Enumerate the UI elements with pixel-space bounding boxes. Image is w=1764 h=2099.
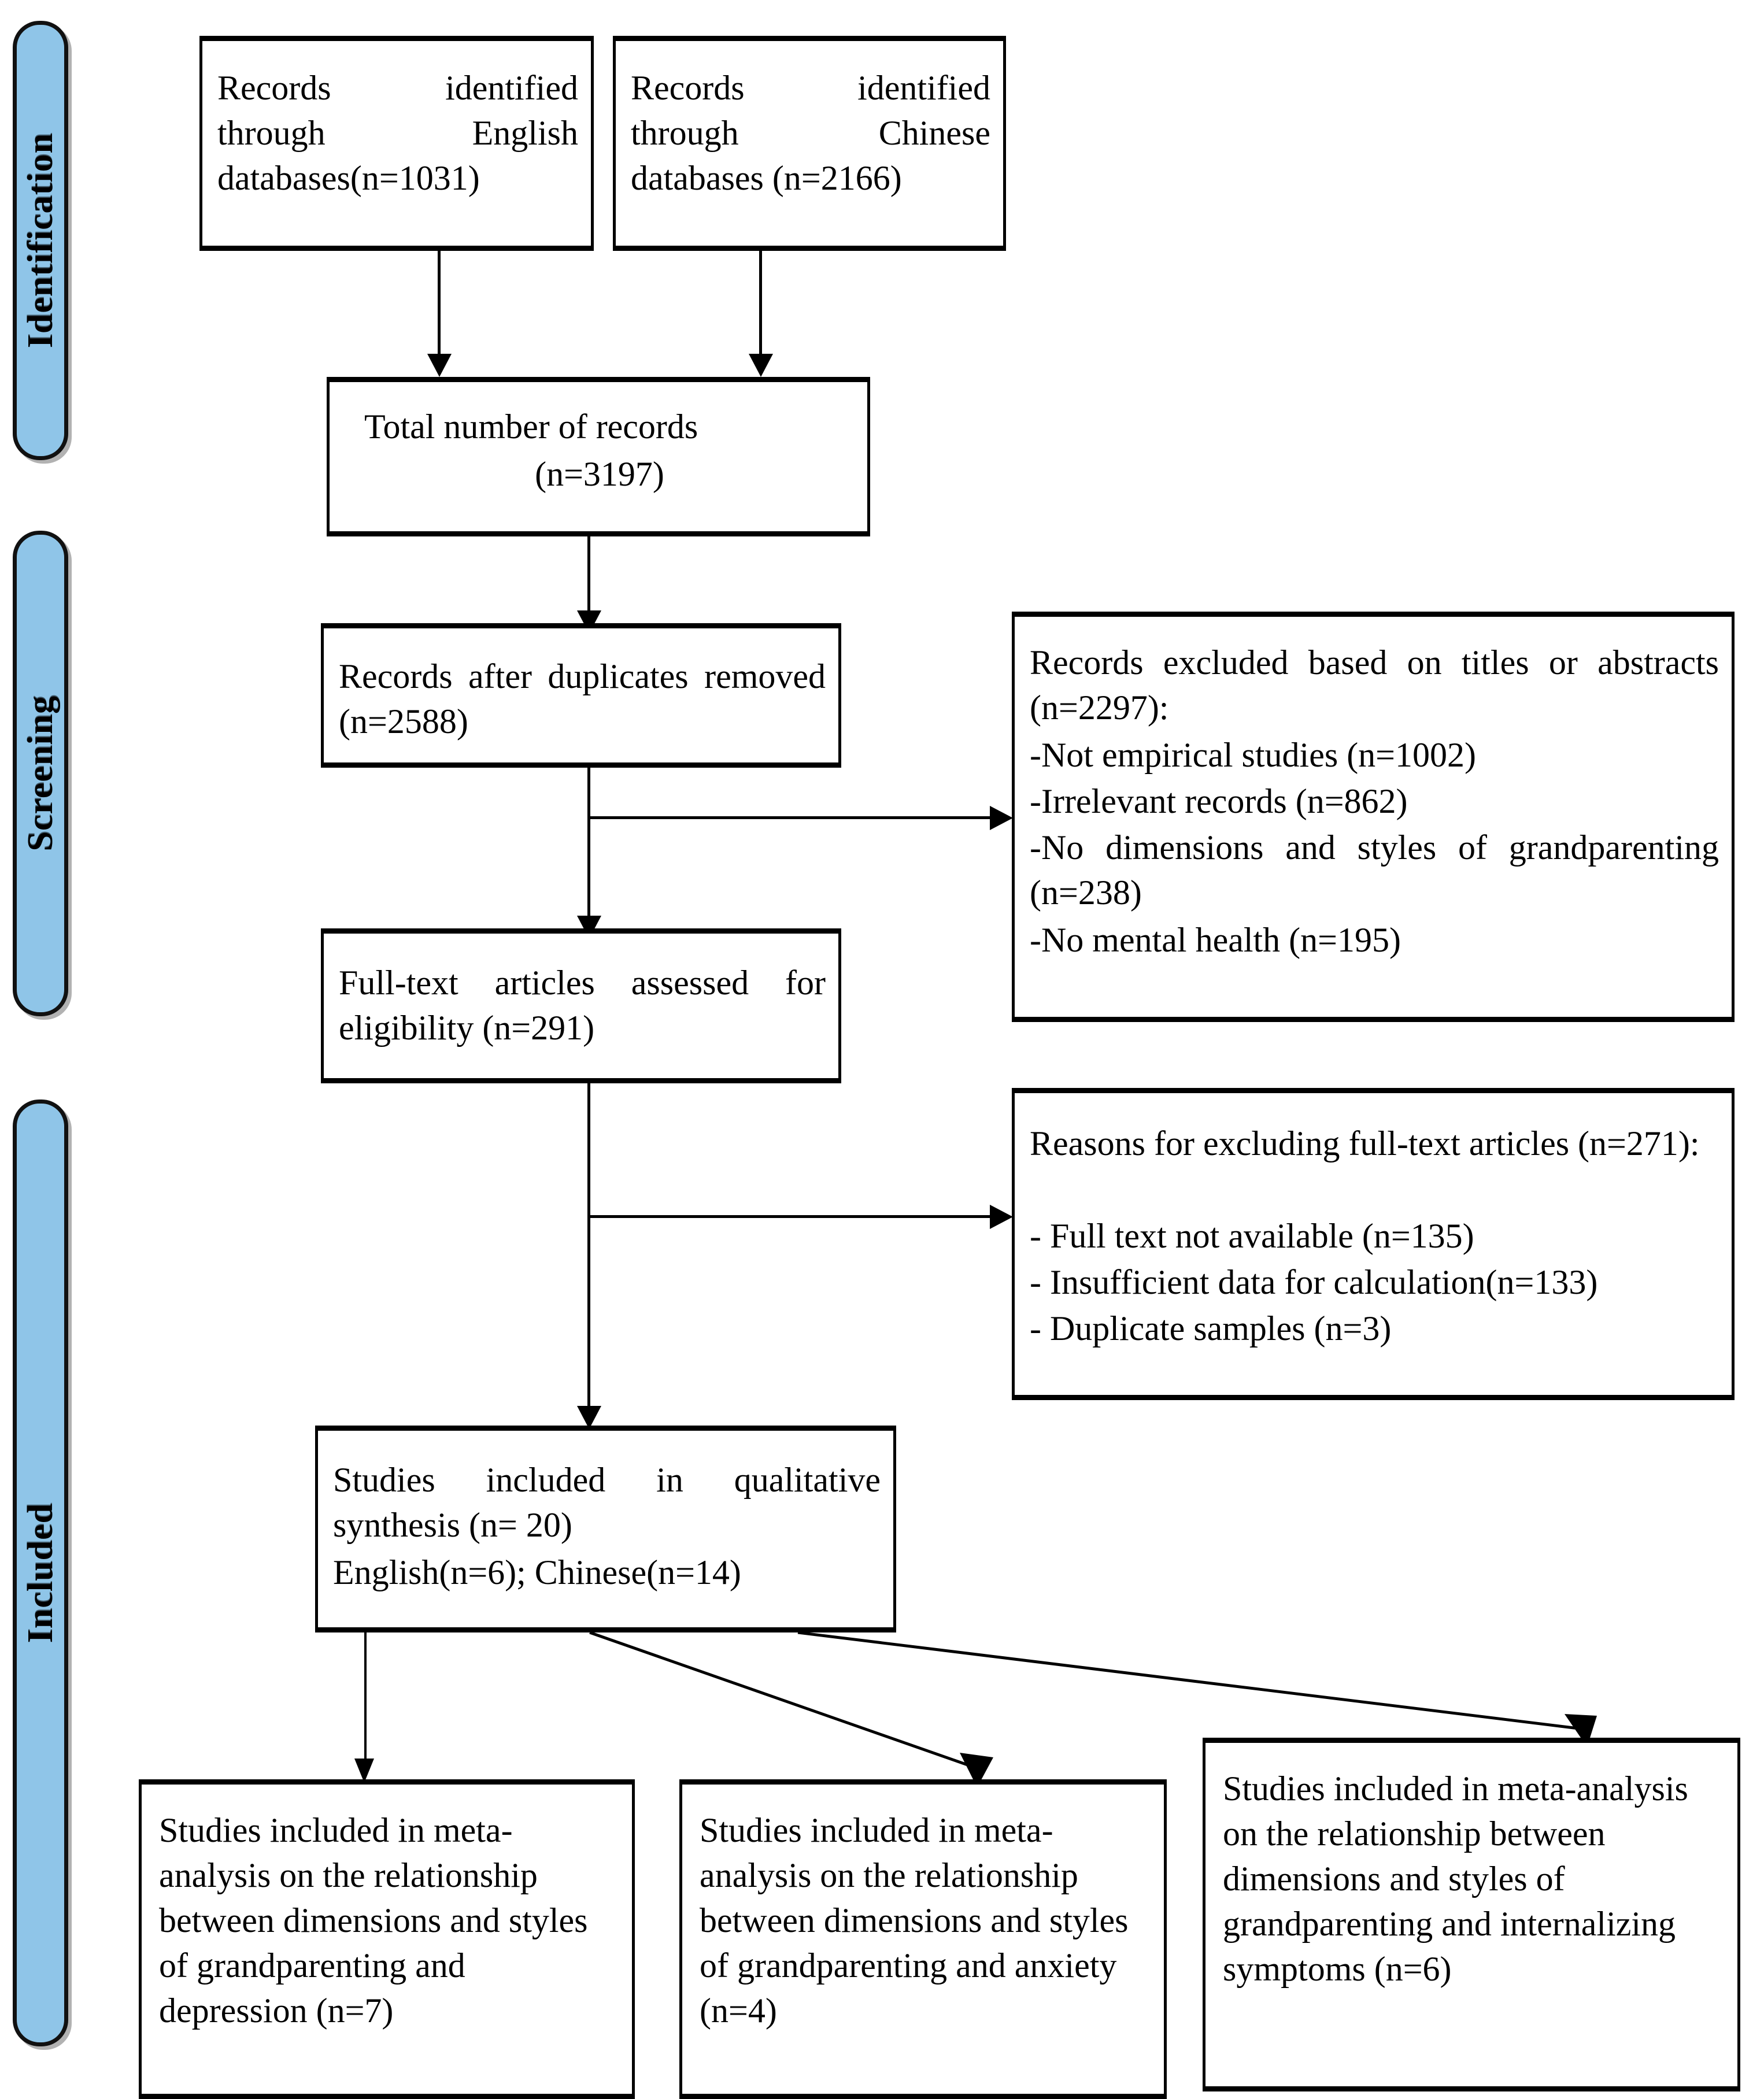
box-chinese-records-text: Records identified through Chinese datab…: [631, 69, 990, 197]
box-total-records-line1: Total number of records: [364, 408, 698, 446]
box-meta-internalizing: Studies included in meta-analysis on the…: [1203, 1738, 1740, 2091]
box-total-records: Total number of records (n=3197): [327, 377, 870, 536]
box-english-records: Records identified through English datab…: [199, 36, 594, 251]
connector-qualitative-to-depression: [364, 1632, 367, 1761]
box-qualitative-line2: English(n=6); Chinese(n=14): [333, 1553, 741, 1591]
box-excluded-titles-abstracts: Records excluded based on titles or abst…: [1012, 612, 1735, 1022]
box-fulltext-assessed-text: Full-text articles assessed for eligibil…: [339, 964, 826, 1047]
stage-label-screening: Screening: [20, 695, 60, 852]
box-after-duplicates: Records after duplicates removed (n=2588…: [321, 623, 841, 768]
box-excluded-fulltext-line3: - Insufficient data for calculation(n=13…: [1030, 1263, 1598, 1301]
box-total-records-line2: (n=3197): [535, 455, 664, 493]
box-after-duplicates-text: Records after duplicates removed (n=2588…: [339, 657, 826, 741]
box-excluded-fulltext-line2: - Full text not available (n=135): [1030, 1217, 1474, 1255]
box-excluded-line4: -No dimensions and styles of grandparent…: [1030, 828, 1719, 912]
box-chinese-records: Records identified through Chinese datab…: [613, 36, 1006, 251]
connector-fulltext-to-reasons: [587, 1215, 992, 1218]
box-excluded-fulltext: Reasons for excluding full-text articles…: [1012, 1088, 1735, 1400]
stage-tab-identification: Identification: [13, 21, 68, 460]
arrow-chinese-to-total: [749, 354, 773, 377]
box-qualitative-synthesis: Studies included in qualitative synthesi…: [315, 1426, 896, 1632]
box-qualitative-line1: Studies included in qualitative synthesi…: [333, 1461, 881, 1544]
box-excluded-fulltext-line4: - Duplicate samples (n=3): [1030, 1309, 1392, 1347]
box-excluded-line1: Records excluded based on titles or abst…: [1030, 643, 1719, 727]
connector-duplicates-to-fulltext: [587, 768, 590, 917]
stage-label-identification: Identification: [20, 132, 60, 349]
box-meta-depression: Studies included in meta-analysis on the…: [139, 1779, 635, 2099]
box-english-records-text: Records identified through English datab…: [217, 69, 578, 197]
connector-duplicates-to-excluded: [587, 816, 992, 819]
box-excluded-line5: -No mental health (n=195): [1030, 921, 1401, 959]
connector-fulltext-to-qualitative: [587, 1083, 590, 1407]
connector-qualitative-to-internalizing: [797, 1631, 1579, 1730]
box-meta-internalizing-text: Studies included in meta-analysis on the…: [1223, 1769, 1688, 1988]
arrow-qualitative-to-depression: [354, 1759, 374, 1783]
connector-total-to-duplicates: [587, 536, 590, 612]
box-excluded-line2: -Not empirical studies (n=1002): [1030, 736, 1477, 774]
box-meta-anxiety: Studies included in meta-analysis on the…: [679, 1779, 1167, 2099]
box-fulltext-assessed: Full-text articles assessed for eligibil…: [321, 928, 841, 1083]
stage-label-included: Included: [20, 1502, 60, 1643]
box-meta-anxiety-text: Studies included in meta-analysis on the…: [700, 1811, 1129, 2030]
connector-qualitative-to-anxiety: [589, 1631, 973, 1768]
connector-chinese-to-total: [759, 251, 762, 355]
stage-tab-screening: Screening: [13, 531, 68, 1016]
box-excluded-line3: -Irrelevant records (n=862): [1030, 782, 1408, 820]
arrow-duplicates-to-excluded: [990, 806, 1013, 830]
box-meta-depression-text: Studies included in meta-analysis on the…: [159, 1811, 588, 2030]
arrow-fulltext-to-reasons: [990, 1205, 1013, 1229]
box-excluded-fulltext-line1: Reasons for excluding full-text articles…: [1030, 1124, 1700, 1163]
arrow-fulltext-to-qualitative: [577, 1406, 601, 1429]
arrow-english-to-total: [427, 354, 452, 377]
stage-tab-included: Included: [13, 1100, 68, 2046]
connector-english-to-total: [438, 251, 441, 355]
